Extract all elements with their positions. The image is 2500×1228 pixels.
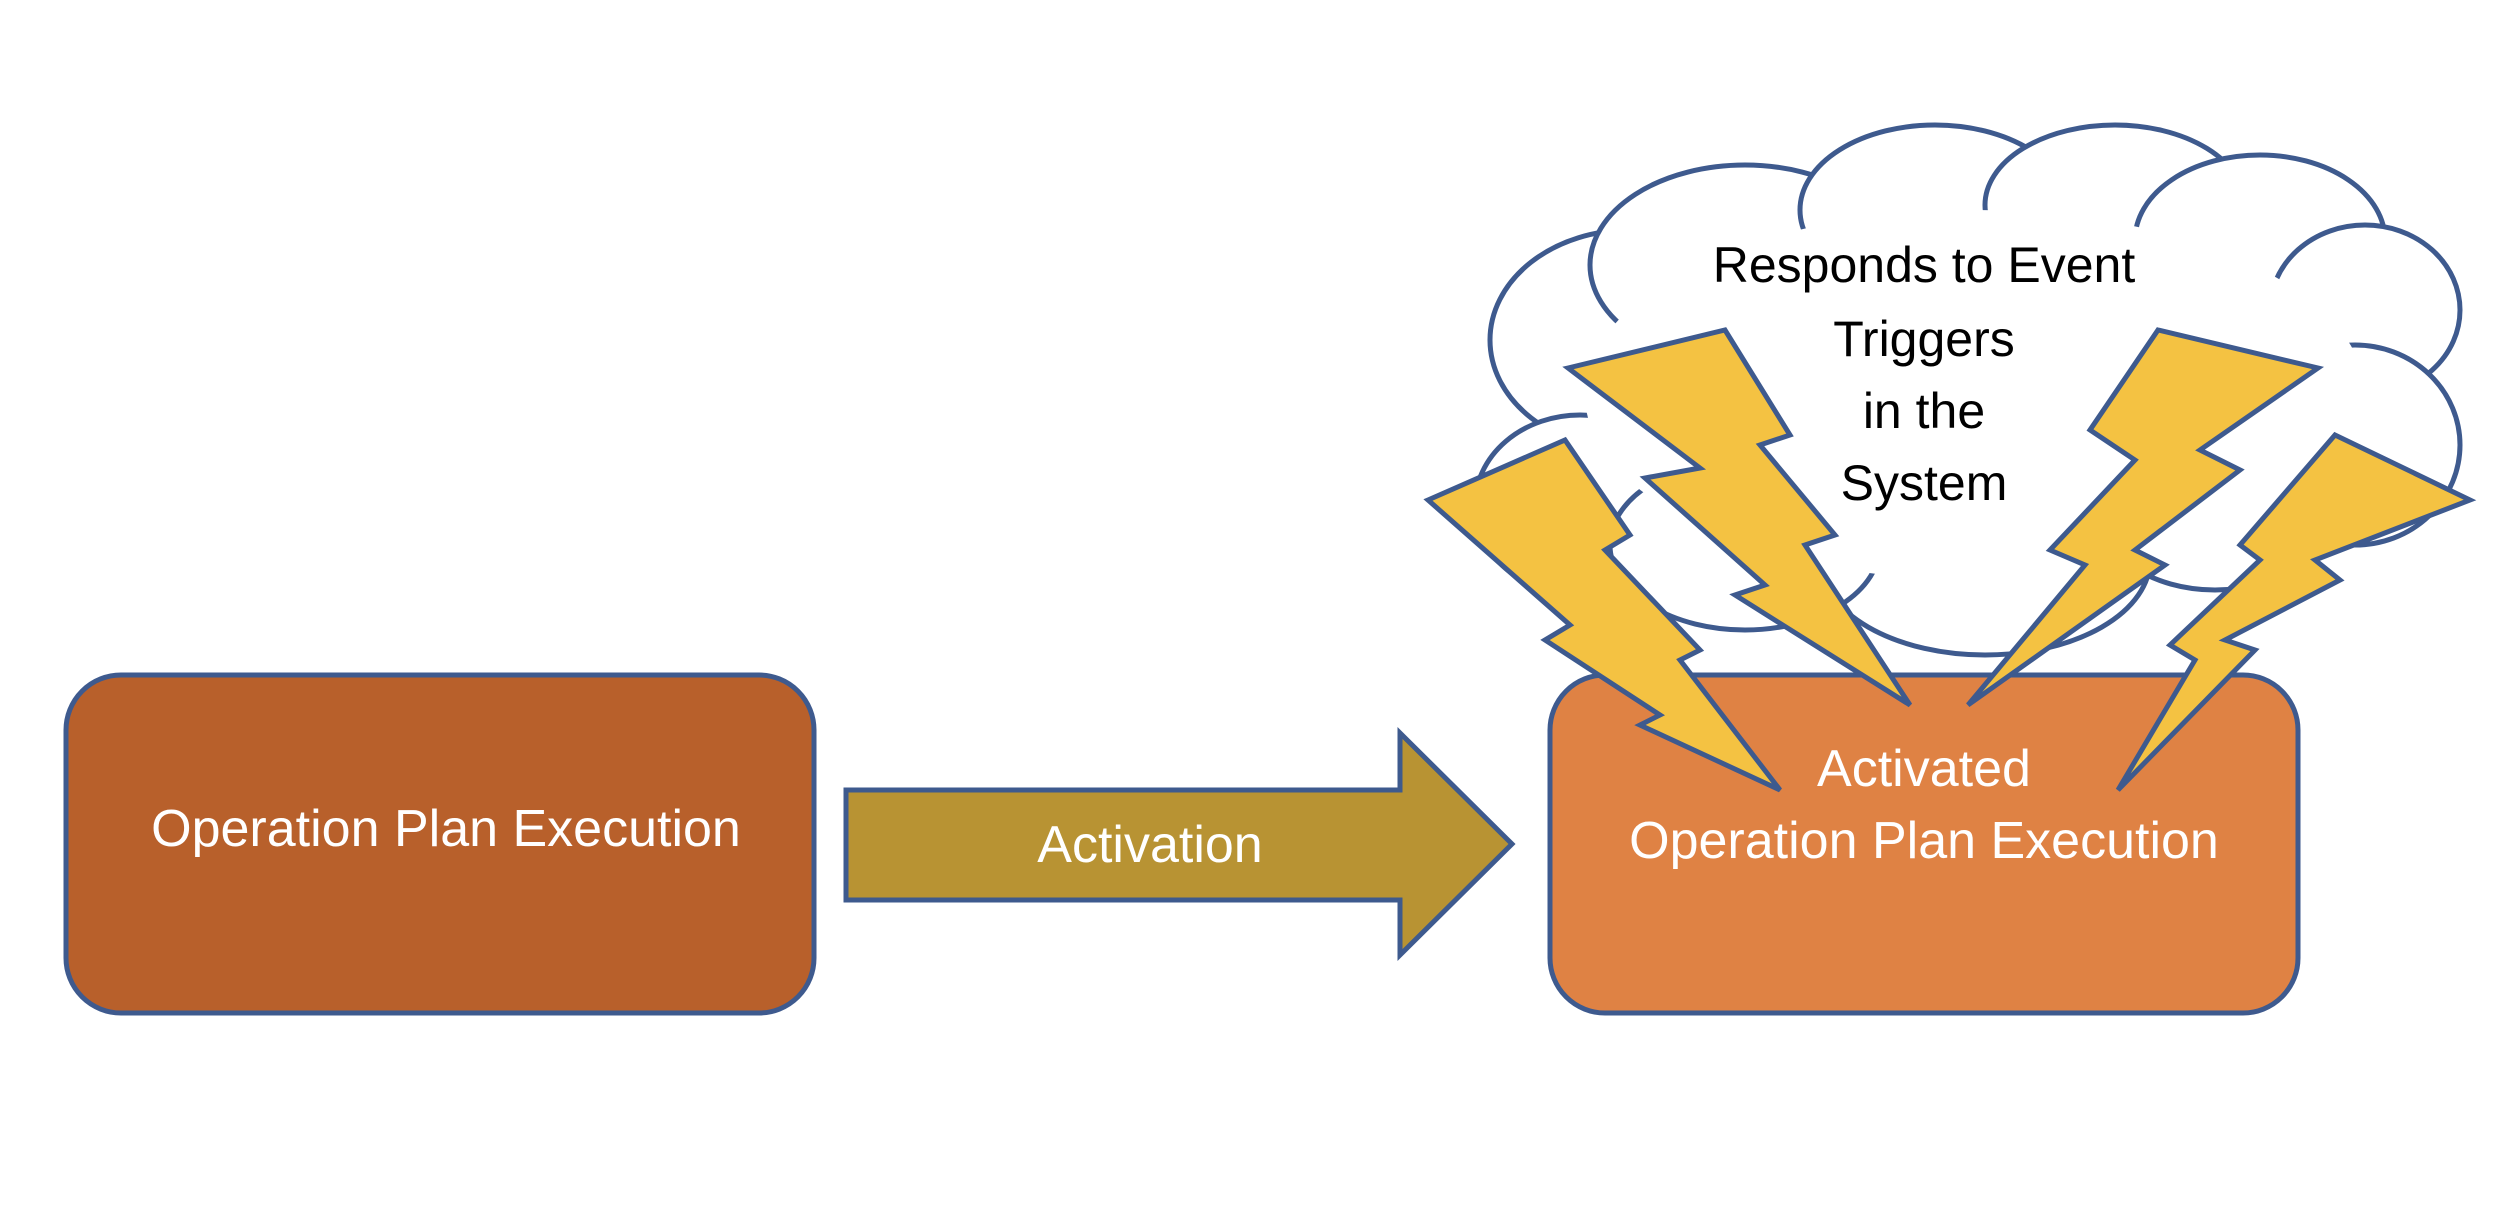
cloud-text-line-3: in the <box>1863 383 1985 439</box>
activated-operation-plan-execution-label: Operation Plan Execution <box>1629 812 2219 870</box>
activation-arrow <box>843 727 1516 961</box>
operation-plan-execution-label: Operation Plan Execution <box>151 800 741 858</box>
cloud-text-line-1: Responds to Event <box>1713 237 2136 293</box>
operation-plan-execution-box <box>63 672 817 1016</box>
lightning-bolt-icon <box>2115 431 2477 792</box>
lightning-bolt-icon <box>1966 327 2325 708</box>
lightning-bolt-icon <box>1423 436 1782 793</box>
cloud-text-line-2: Triggers <box>1833 311 2015 367</box>
lightning-bolt-icon <box>1562 327 1913 708</box>
activation-label: Activation <box>1037 816 1262 874</box>
cloud-text-line-4: System <box>1841 455 2008 511</box>
activated-label: Activated <box>1817 740 2031 798</box>
